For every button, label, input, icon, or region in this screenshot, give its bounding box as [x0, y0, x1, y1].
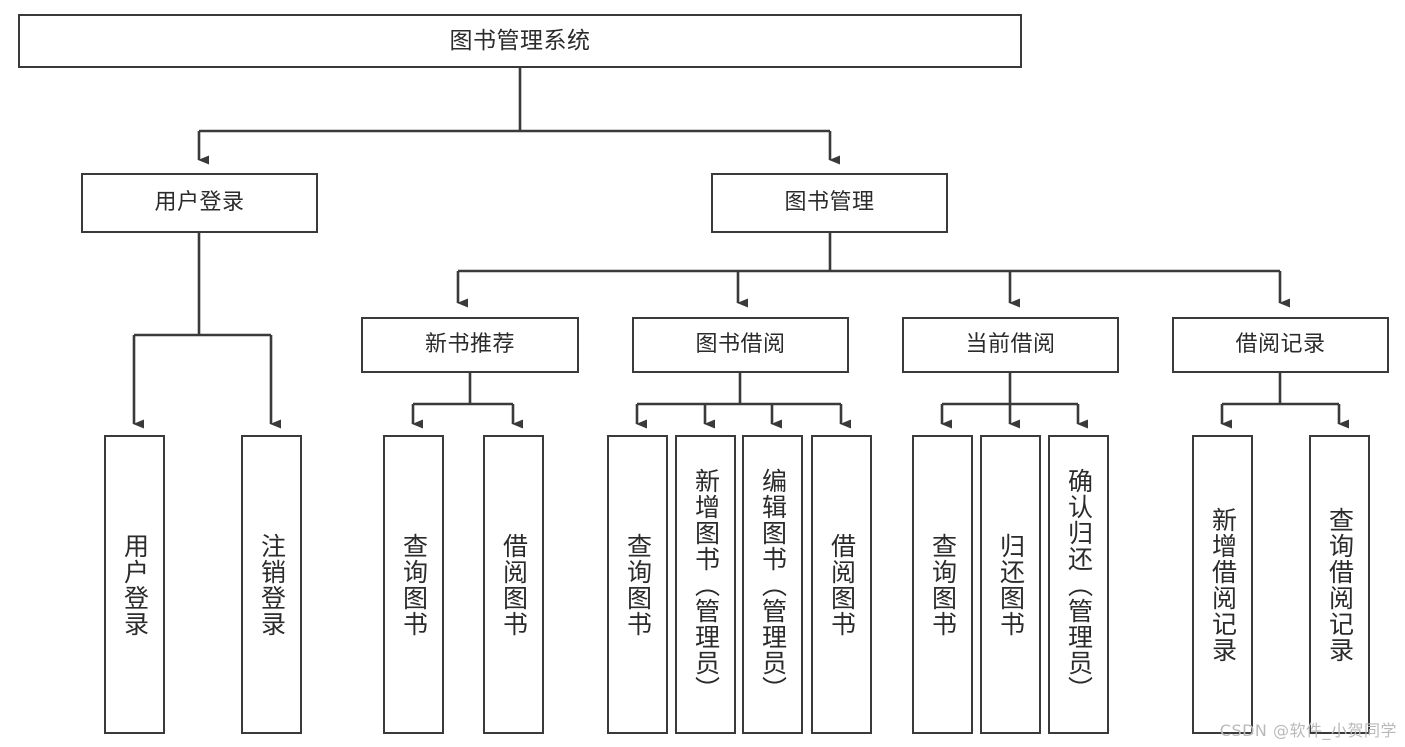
node-label: 用户登录 [120, 532, 150, 637]
node-label: 新增借阅记录 [1208, 506, 1238, 663]
node-leaf-edit-book-admin[interactable]: 编辑图书（管理员） [742, 435, 803, 734]
node-label: 借阅记录 [1235, 332, 1326, 358]
node-label: 图书管理系统 [449, 27, 591, 54]
node-leaf-add-borrow-record[interactable]: 新增借阅记录 [1192, 435, 1253, 734]
node-root-system[interactable]: 图书管理系统 [18, 14, 1022, 68]
node-label: 归还图书 [996, 532, 1026, 637]
node-label: 查询图书 [399, 532, 429, 637]
node-leaf-query-book-current[interactable]: 查询图书 [912, 435, 973, 734]
node-new-book-recommend[interactable]: 新书推荐 [361, 317, 579, 373]
node-label: 图书管理 [784, 190, 875, 216]
node-leaf-confirm-return-admin[interactable]: 确认归还（管理员） [1048, 435, 1109, 734]
node-current-borrow[interactable]: 当前借阅 [902, 317, 1119, 373]
node-leaf-logout[interactable]: 注销登录 [241, 435, 302, 734]
node-leaf-return-book[interactable]: 归还图书 [980, 435, 1041, 734]
node-leaf-borrow-book-recommend[interactable]: 借阅图书 [483, 435, 544, 734]
node-leaf-query-borrow-record[interactable]: 查询借阅记录 [1309, 435, 1370, 734]
node-label: 用户登录 [154, 190, 245, 216]
node-user-login[interactable]: 用户登录 [81, 173, 318, 233]
node-label: 查询图书 [623, 532, 653, 637]
node-label: 当前借阅 [965, 332, 1056, 358]
node-book-management[interactable]: 图书管理 [711, 173, 948, 233]
node-leaf-borrow-book[interactable]: 借阅图书 [811, 435, 872, 734]
node-leaf-query-book-borrow[interactable]: 查询图书 [607, 435, 668, 734]
node-borrow-record[interactable]: 借阅记录 [1172, 317, 1389, 373]
node-label: 图书借阅 [695, 332, 786, 358]
node-book-borrow[interactable]: 图书借阅 [632, 317, 849, 373]
node-label: 查询图书 [928, 532, 958, 637]
node-label: 借阅图书 [499, 532, 529, 637]
node-label: 确认归还（管理员） [1064, 467, 1094, 702]
csdn-watermark: CSDN @软件_小贺同学 [1219, 721, 1397, 740]
node-label: 借阅图书 [827, 532, 857, 637]
node-label: 新增图书（管理员） [691, 467, 721, 702]
node-label: 注销登录 [257, 532, 287, 637]
node-label: 编辑图书（管理员） [758, 467, 788, 702]
node-label: 查询借阅记录 [1325, 506, 1355, 663]
node-leaf-user-login[interactable]: 用户登录 [104, 435, 165, 734]
node-label: 新书推荐 [424, 332, 515, 358]
node-leaf-query-book-recommend[interactable]: 查询图书 [383, 435, 444, 734]
node-leaf-add-book-admin[interactable]: 新增图书（管理员） [675, 435, 736, 734]
